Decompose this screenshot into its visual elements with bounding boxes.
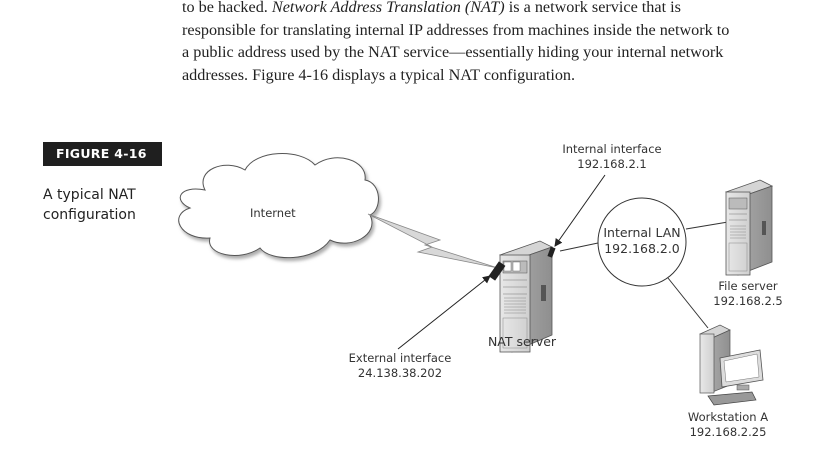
internal-interface-title: Internal interface: [562, 142, 661, 156]
term-nat: Network Address Translation (NAT): [271, 0, 505, 16]
file-server-title: File server: [718, 279, 778, 293]
figure-number-badge: FIGURE 4-16: [43, 142, 162, 166]
figure-caption: A typical NAT configuration: [43, 185, 173, 225]
workstation-title: Workstation A: [688, 410, 768, 424]
paragraph-line-1: to be hacked. Network Address Translatio…: [182, 0, 681, 16]
workstation-icon: [699, 324, 764, 406]
link-lan-workstation: [667, 277, 709, 329]
external-interface-ip: 24.138.38.202: [358, 366, 442, 380]
internal-lan-title: Internal LAN: [603, 225, 680, 240]
wan-link-icon: [367, 213, 499, 269]
internal-interface-ip: 192.168.2.1: [577, 157, 647, 171]
paragraph-line-4: addresses. Figure 4-16 displays a typica…: [182, 65, 576, 84]
internal-lan-ip: 192.168.2.0: [604, 241, 680, 256]
file-server-icon: [724, 179, 774, 276]
workstation-ip: 192.168.2.25: [690, 425, 767, 439]
figure-caption-line-1: A typical NAT: [43, 187, 136, 203]
nat-server-label: NAT server: [488, 334, 557, 349]
internet-label: Internet: [250, 206, 296, 220]
file-server-ip: 192.168.2.5: [713, 294, 783, 308]
paragraph-line-2: responsible for translating internal IP …: [182, 20, 730, 39]
external-interface-title: External interface: [349, 351, 452, 365]
nat-server-icon: [488, 240, 556, 353]
internal-lan-node: Internal LAN 192.168.2.0: [597, 197, 687, 287]
body-paragraph: to be hacked. Network Address Translatio…: [182, 0, 832, 86]
link-nat-lan: [559, 242, 599, 252]
external-interface-arrow: [397, 275, 491, 350]
figure-caption-line-2: configuration: [43, 207, 136, 223]
paragraph-line-3: a public address used by the NAT service…: [182, 43, 724, 61]
link-lan-fileserver: [685, 221, 729, 230]
internet-cloud: Internet: [178, 153, 379, 259]
internal-interface-arrow: [554, 174, 606, 247]
